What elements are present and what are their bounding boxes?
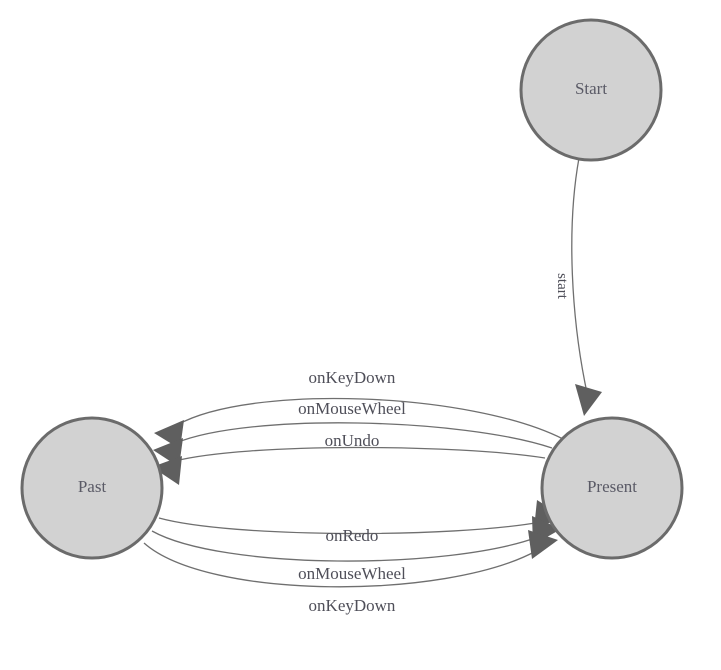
node-start-label: Start	[575, 79, 607, 98]
arrowhead-present-past-undo	[152, 456, 182, 485]
node-start[interactable]: Start	[519, 18, 663, 162]
edge-path-past-present-redo	[158, 517, 542, 535]
edge-label-past-present-mousewheel: onMouseWheel	[298, 564, 406, 583]
edge-start-to-present[interactable]: start	[554, 157, 602, 416]
node-present-label: Present	[587, 477, 637, 496]
edge-path-present-past-keydown	[176, 397, 564, 440]
edge-present-to-past-onundo[interactable]: onUndo	[152, 431, 546, 485]
edge-path-present-past-undo	[174, 446, 546, 462]
edge-label-present-past-keydown: onKeyDown	[309, 368, 396, 387]
edge-label-past-present-redo: onRedo	[326, 526, 379, 545]
edge-label-past-present-keydown: onKeyDown	[309, 596, 396, 615]
edge-label-start: start	[554, 273, 570, 300]
edge-path-past-present-mousewheel	[151, 530, 539, 562]
node-past-label: Past	[78, 477, 107, 496]
node-present[interactable]: Present	[540, 416, 684, 560]
edge-path-present-past-mousewheel	[175, 422, 553, 449]
edge-label-present-past-undo: onUndo	[325, 431, 380, 450]
node-past-circle	[20, 416, 164, 560]
node-present-circle	[540, 416, 684, 560]
edge-path-start-present	[571, 157, 587, 389]
arrowhead-start-present	[575, 384, 602, 416]
edge-past-to-present-onkeydown[interactable]: onKeyDown	[143, 530, 558, 615]
node-past[interactable]: Past	[20, 416, 164, 560]
edge-past-to-present-onredo[interactable]: onRedo	[158, 500, 564, 545]
node-start-circle	[519, 18, 663, 162]
edge-label-present-past-mousewheel: onMouseWheel	[298, 399, 406, 418]
arrowhead-past-present-keydown	[528, 530, 558, 559]
edge-path-past-present-keydown	[143, 542, 537, 588]
